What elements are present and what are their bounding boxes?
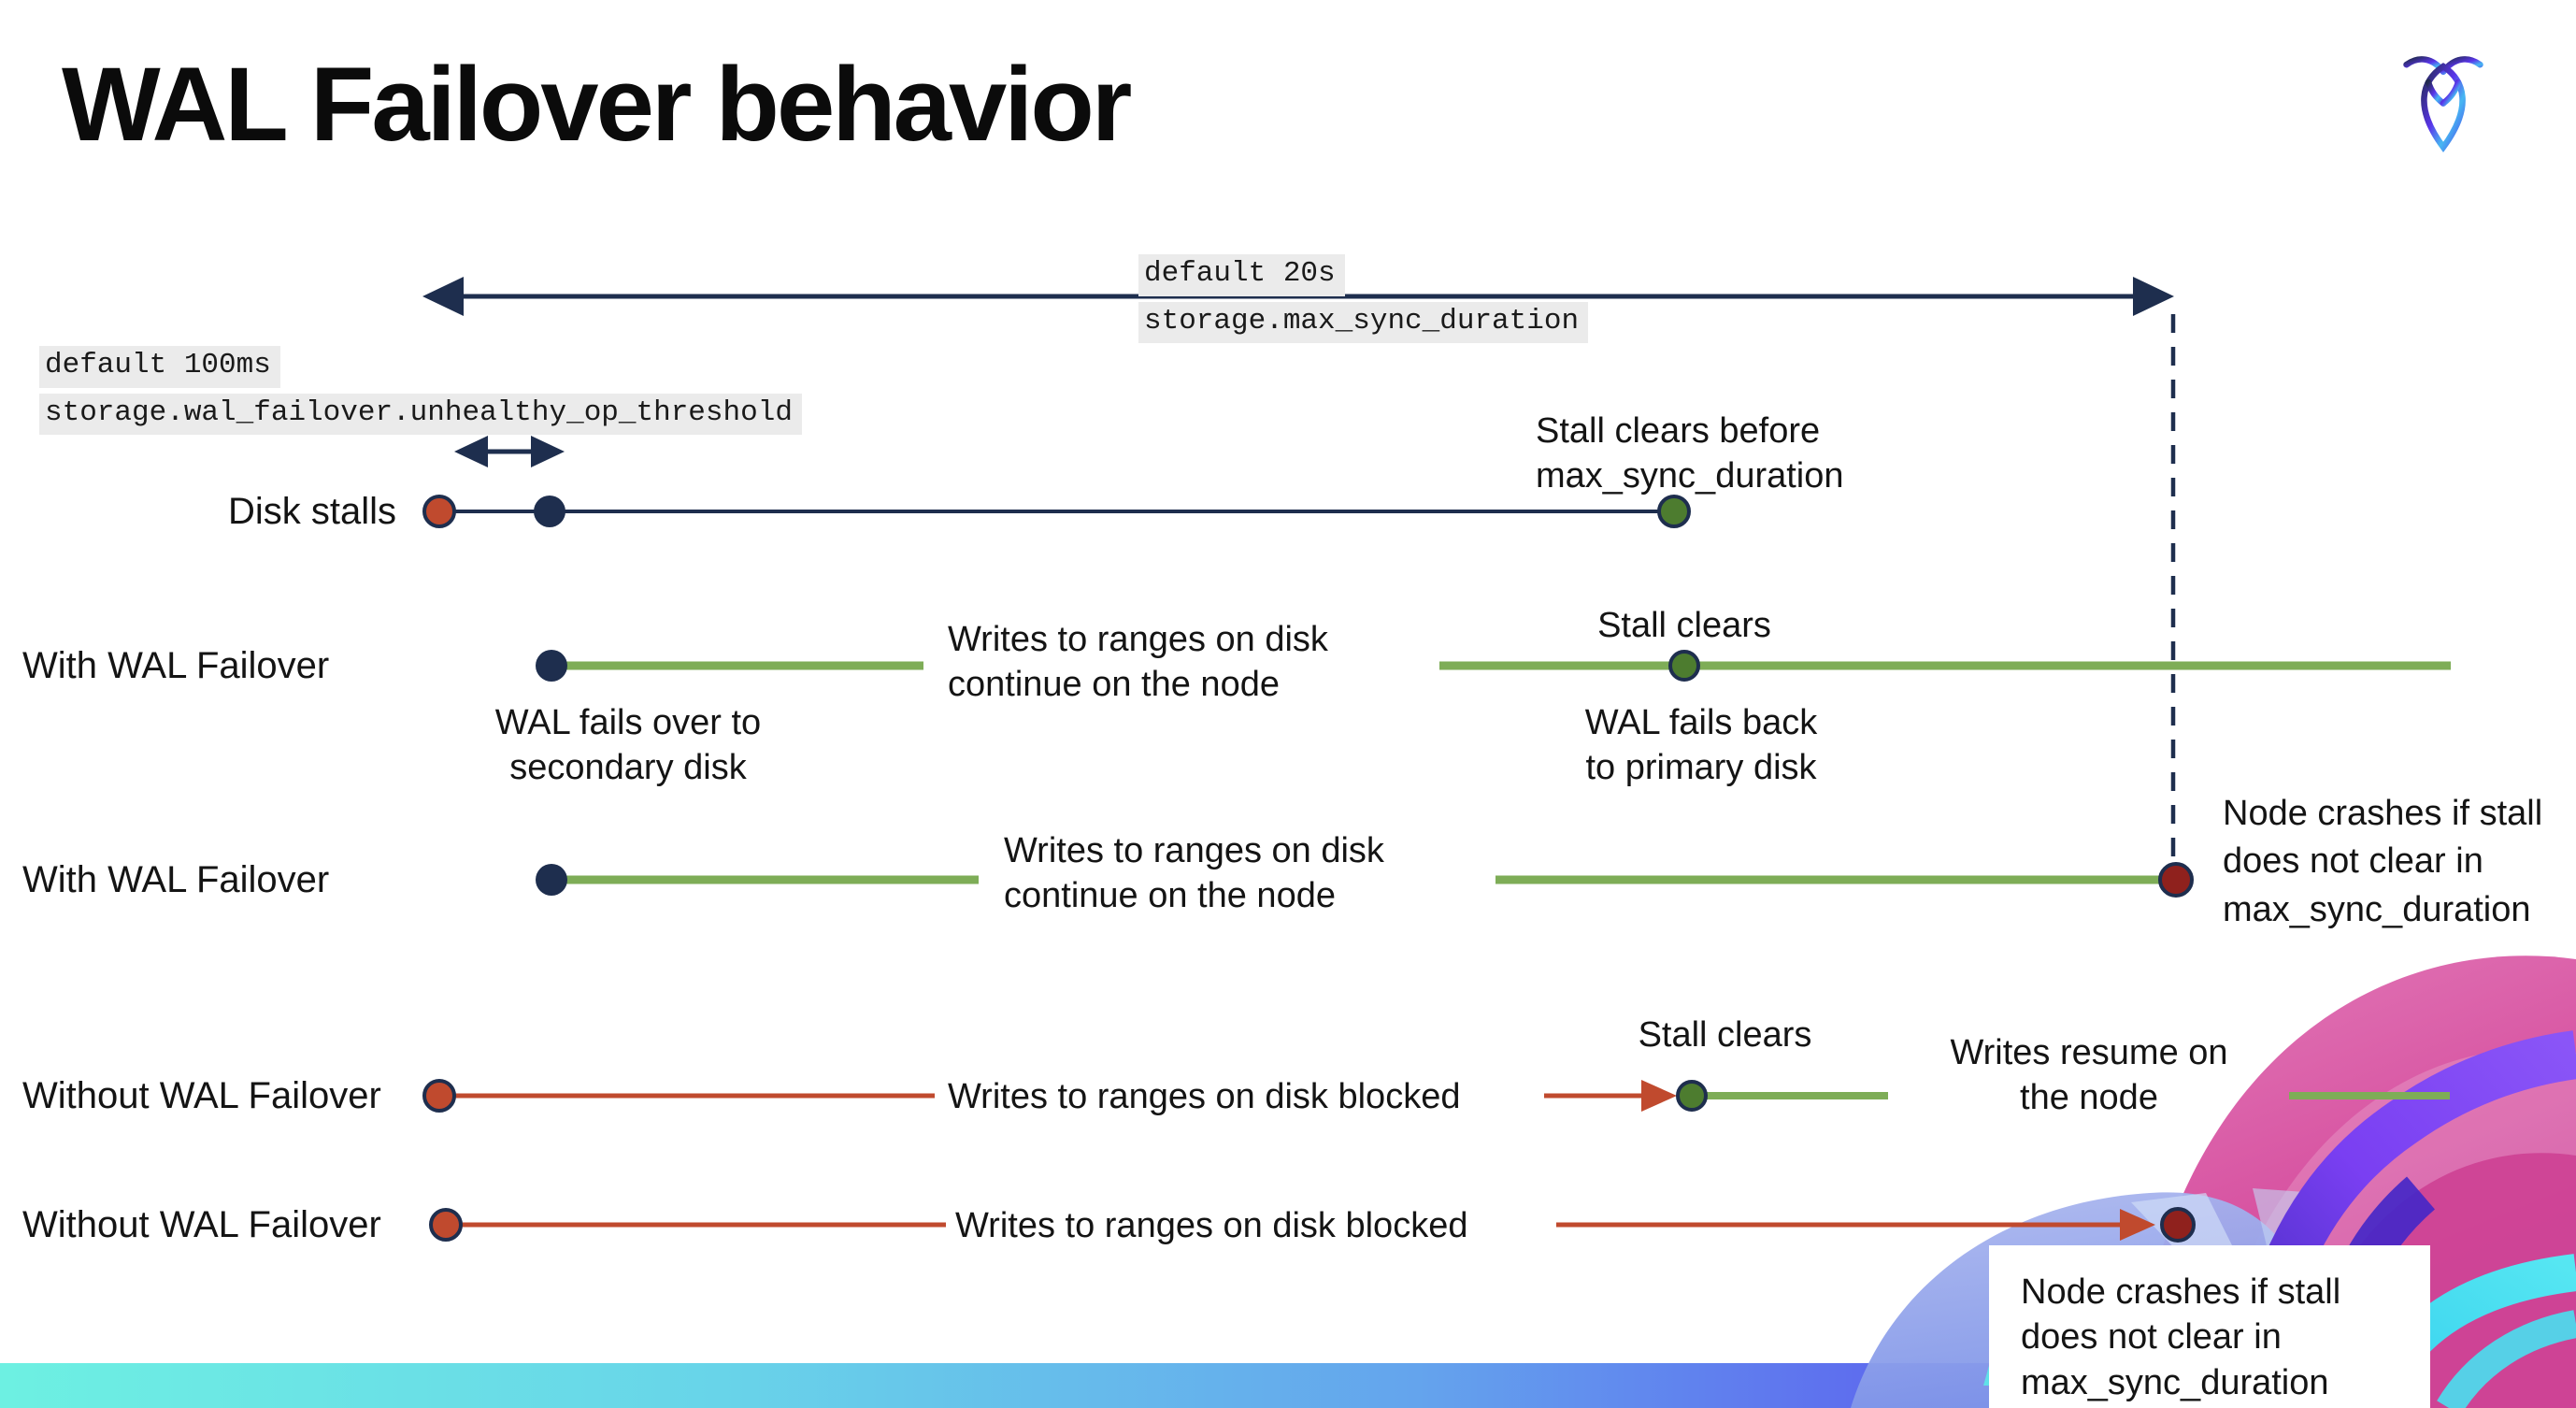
- unhealthy-op-setting-name: storage.wal_failover.unhealthy_op_thresh…: [39, 393, 802, 436]
- failover-dot: [536, 650, 567, 682]
- note-writes-resume: Writes resume on the node: [1950, 1033, 2228, 1118]
- unhealthy-op-threshold-annotation: default 100ms storage.wal_failover.unhea…: [39, 346, 802, 436]
- max-sync-default-label: default 20s: [1138, 254, 1345, 296]
- row-label-without-wal-failover-2: Without WAL Failover: [22, 1204, 381, 1245]
- disk-stall-start-dot: [422, 1079, 456, 1113]
- arrow-left-head: [422, 277, 464, 316]
- max-sync-duration-annotation: default 20s storage.max_sync_duration: [1138, 254, 1589, 344]
- crash-note-without-failover: Node crashes if stall does not clear in …: [2021, 1272, 2341, 1402]
- note-writes-continue-1: Writes to ranges on disk continue on the…: [948, 620, 1328, 705]
- cockroachdb-logo-icon: [2403, 56, 2483, 152]
- note-writes-continue-2: Writes to ranges on disk continue on the…: [1004, 831, 1384, 916]
- row-label-with-wal-failover-1: With WAL Failover: [22, 645, 330, 686]
- failover-dot: [536, 864, 567, 896]
- arrow-right-head: [2120, 1209, 2155, 1241]
- stall-clear-dot: [1676, 1080, 1708, 1112]
- page-title: WAL Failover behavior: [62, 46, 1132, 163]
- arrow-left-head: [454, 436, 488, 467]
- row-label-without-wal-failover-1: Without WAL Failover: [22, 1075, 381, 1116]
- note-wal-fails-over: WAL fails over to secondary disk: [494, 703, 762, 788]
- crash-dot: [2158, 862, 2194, 898]
- row-label-disk-stalls: Disk stalls: [228, 491, 397, 532]
- note-writes-blocked-1: Writes to ranges on disk blocked: [948, 1077, 1461, 1116]
- unhealthy-op-default-label: default 100ms: [39, 346, 280, 388]
- note-stall-clears-1: Stall clears: [1597, 606, 1771, 645]
- arrow-right-head: [2133, 277, 2174, 316]
- failover-threshold-dot: [534, 496, 565, 527]
- row-label-with-wal-failover-2: With WAL Failover: [22, 859, 330, 900]
- crash-dot: [2160, 1207, 2196, 1243]
- arrow-right-head: [1641, 1080, 1677, 1112]
- cyan-band-arc-2: [2437, 1310, 2576, 1408]
- stall-clear-dot: [1668, 650, 1700, 682]
- max-sync-setting-name: storage.max_sync_duration: [1138, 301, 1589, 344]
- note-wal-fails-back: WAL fails back to primary disk: [1584, 703, 1818, 788]
- crash-callout-box: Node crashes if stall does not clear in …: [1989, 1245, 2430, 1408]
- note-writes-blocked-2: Writes to ranges on disk blocked: [955, 1206, 1468, 1245]
- disk-stall-start-dot: [429, 1208, 463, 1242]
- disk-stall-start-dot: [422, 495, 456, 528]
- arrow-right-head: [531, 436, 565, 467]
- stall-clear-dot: [1657, 495, 1691, 528]
- note-crash-with-failover: Node crashes if stall does not clear in …: [2223, 794, 2543, 929]
- note-stall-clears-before: Stall clears before max_sync_duration: [1536, 411, 1844, 496]
- note-stall-clears-2: Stall clears: [1638, 1015, 1812, 1055]
